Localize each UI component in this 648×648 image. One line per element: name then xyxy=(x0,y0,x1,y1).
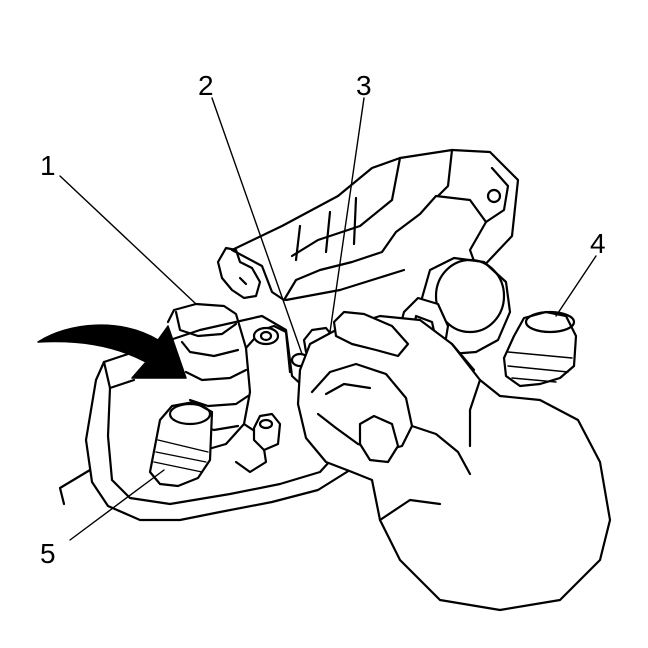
callout-3: 3 xyxy=(356,70,372,101)
upper-housing xyxy=(230,148,520,302)
callout-1: 1 xyxy=(40,150,56,181)
callout-2: 2 xyxy=(198,70,214,101)
inlet-hose xyxy=(148,400,214,488)
valve-body xyxy=(166,302,292,474)
leader-line-2 xyxy=(211,97,303,355)
leader-line-3 xyxy=(329,97,365,333)
leader-lines xyxy=(59,97,597,541)
curved-arrow-icon xyxy=(37,324,187,379)
technician-hand xyxy=(296,310,612,612)
leader-line-5 xyxy=(69,469,165,541)
leader-line-4 xyxy=(555,255,597,317)
outlet-hose xyxy=(502,310,578,388)
callout-4: 4 xyxy=(590,228,606,259)
mounting-bolts xyxy=(252,326,282,452)
callout-5: 5 xyxy=(40,538,56,569)
side-bracket xyxy=(216,246,262,300)
leader-line-1 xyxy=(59,175,197,305)
